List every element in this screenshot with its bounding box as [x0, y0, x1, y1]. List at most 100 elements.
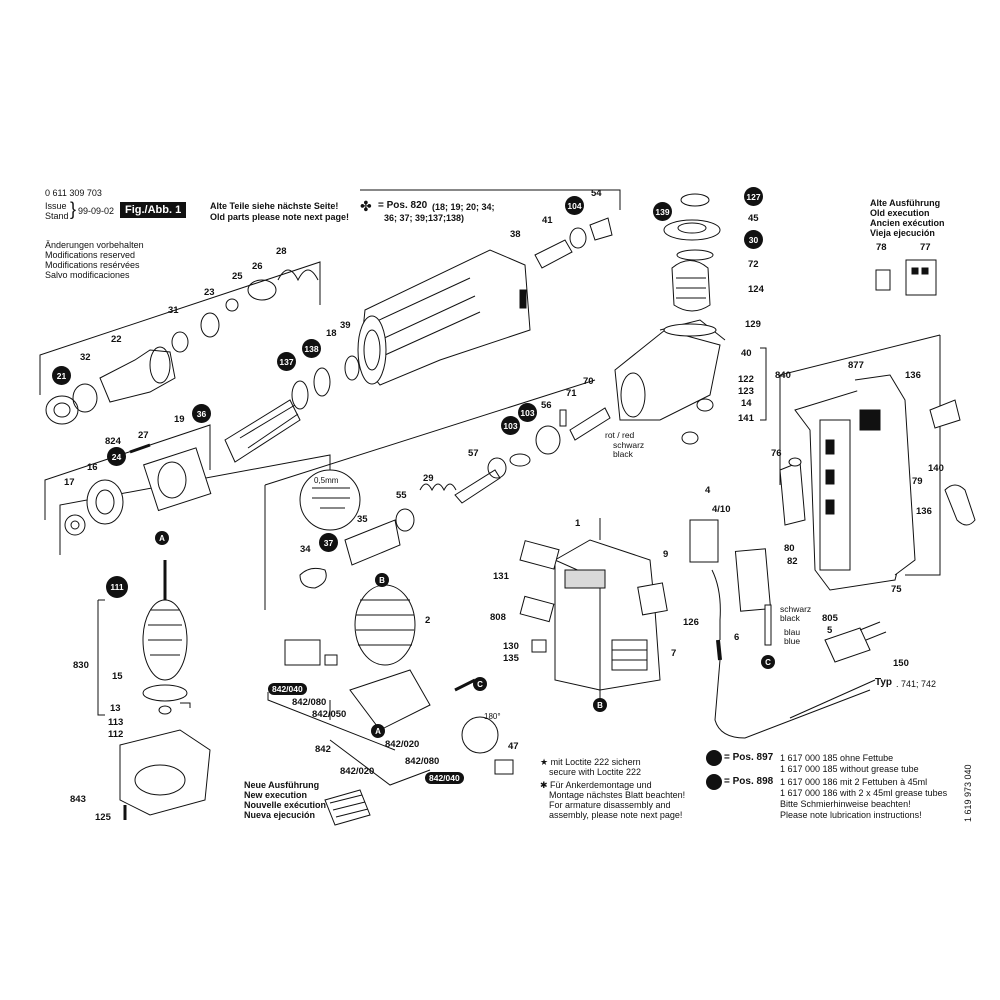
mod-line: Änderungen vorbehalten — [45, 240, 144, 250]
part-label: 125 — [95, 812, 111, 823]
loctite-note: secure with Loctite 222 — [549, 767, 642, 777]
gear-housing-40 — [614, 193, 767, 445]
part-label: 22 — [111, 334, 122, 345]
part-label: 31 — [168, 305, 179, 316]
pos-898-line: 1 617 000 186 with 2 x 45ml grease tubes — [780, 788, 948, 798]
grease-dot-icon — [706, 774, 722, 790]
part-label: 150 — [893, 658, 909, 669]
part-label: 55 — [396, 490, 407, 501]
part-label: 16 — [87, 462, 98, 473]
part-label: 28 — [276, 246, 287, 257]
piston-parts — [299, 457, 507, 589]
part-label: 80 — [784, 543, 795, 554]
part-label: 78 — [876, 242, 887, 253]
part-label: 41 — [542, 215, 553, 226]
label-842-080: 842/080 — [292, 697, 327, 708]
callout-30: 30 — [744, 230, 763, 249]
bracket-76 — [779, 457, 806, 526]
pill-842-040b: 842/040 — [425, 772, 464, 784]
part-label: 70 — [583, 376, 594, 387]
part-label: 136 — [905, 370, 921, 381]
cross-symbol-icon: ✤ — [360, 198, 372, 214]
part-label: 76 — [771, 448, 782, 459]
plug-805 — [824, 621, 887, 663]
shaft-parts — [224, 355, 360, 463]
part-label: 34 — [300, 544, 311, 555]
pos-898-line: Bitte Schmierhinweise beachten! — [780, 799, 911, 809]
gap-label: 0,5mm — [314, 476, 339, 485]
housing-38 — [357, 249, 531, 386]
part-label: 808 — [490, 612, 506, 623]
label-842-020b: 842/020 — [340, 766, 375, 777]
loctite-note: ★ mit Loctite 222 sichern — [540, 757, 641, 767]
issue-date: 99-09-02 — [78, 206, 115, 216]
old-exec-line: Ancien exécution — [870, 218, 945, 228]
label-842-050: 842/050 — [312, 709, 347, 720]
part-label: 77 — [920, 242, 931, 253]
part-label: 75 — [891, 584, 902, 595]
armature-note: For armature disassembly and — [549, 800, 671, 810]
wire-blau-blue: blau blue — [784, 627, 801, 646]
old-exec-line: Vieja ejecución — [870, 228, 935, 238]
armature-note: Montage nächstes Blatt beachten! — [549, 790, 686, 800]
pos-897-line: 1 617 000 185 ohne Fettube — [780, 753, 894, 763]
callout-139: 139 — [653, 202, 672, 221]
pos-898-line: Please note lubrication instructions! — [780, 810, 922, 820]
callout-138: 138 — [302, 339, 321, 358]
marker-c-2: C — [761, 655, 775, 669]
part-label: 25 — [232, 271, 243, 282]
part-label: 1 — [575, 518, 581, 529]
part-label: 843 — [70, 794, 86, 805]
part-label: 14 — [741, 398, 752, 409]
callout-111: 111 — [106, 576, 128, 598]
typ-label: Typ — [875, 677, 893, 688]
part-label: 141 — [738, 413, 754, 424]
callout-104: 104 — [565, 196, 584, 215]
part-label: 71 — [566, 388, 577, 399]
part-label: 82 — [787, 556, 798, 567]
part-label: 124 — [748, 284, 764, 295]
part-label: 113 — [108, 717, 124, 728]
grease-dot-icon — [706, 750, 722, 766]
old-parts-en: Old parts please note next page! — [210, 212, 350, 222]
mod-line: Modifications reserved — [45, 250, 136, 260]
part-label: 79 — [912, 476, 923, 487]
bearing-flange — [64, 443, 212, 536]
part-label: 123 — [738, 386, 754, 397]
part-label: 4 — [705, 485, 711, 496]
brush-holder — [284, 639, 514, 775]
stand-label: Stand — [45, 211, 69, 221]
new-exec-line: Neue Ausführung — [244, 780, 320, 790]
part-label: 23 — [204, 287, 215, 298]
switch-parts — [689, 519, 876, 739]
sheet-number: 1 619 973 040 — [963, 764, 973, 822]
old-exec-line: Old execution — [870, 208, 930, 218]
part-label: 38 — [510, 229, 521, 240]
marker-b: B — [375, 573, 389, 587]
new-exec-line: Nouvelle exécution — [244, 800, 327, 810]
mod-line: Modifications resérvées — [45, 260, 140, 270]
part-label: 29 — [423, 473, 434, 484]
part-label: 842 — [315, 744, 331, 755]
part-label: 45 — [748, 213, 759, 224]
callout-103-b: 103 — [518, 403, 537, 422]
part-label: 56 — [541, 400, 552, 411]
part-label: 54 — [591, 188, 602, 199]
pos-897-label: = Pos. 897 — [724, 752, 774, 763]
marker-a-2: A — [371, 724, 385, 738]
part-label: 2 — [425, 615, 431, 626]
part-label: 9 — [663, 549, 669, 560]
part-label: 130 — [503, 641, 519, 652]
callout-127: 127 — [744, 187, 763, 206]
old-exec-line: Alte Ausführung — [870, 198, 941, 208]
part-label: 32 — [80, 352, 91, 363]
part-label: 15 — [112, 671, 123, 682]
handle-877 — [779, 334, 976, 591]
part-label: 805 — [822, 613, 838, 624]
part-label: 18 — [326, 328, 337, 339]
new-exec-line: New execution — [244, 790, 308, 800]
armature-note: ✱ Für Ankerdemontage und — [540, 780, 652, 790]
part-label: 47 — [508, 741, 519, 752]
parts-top-middle — [534, 217, 613, 269]
